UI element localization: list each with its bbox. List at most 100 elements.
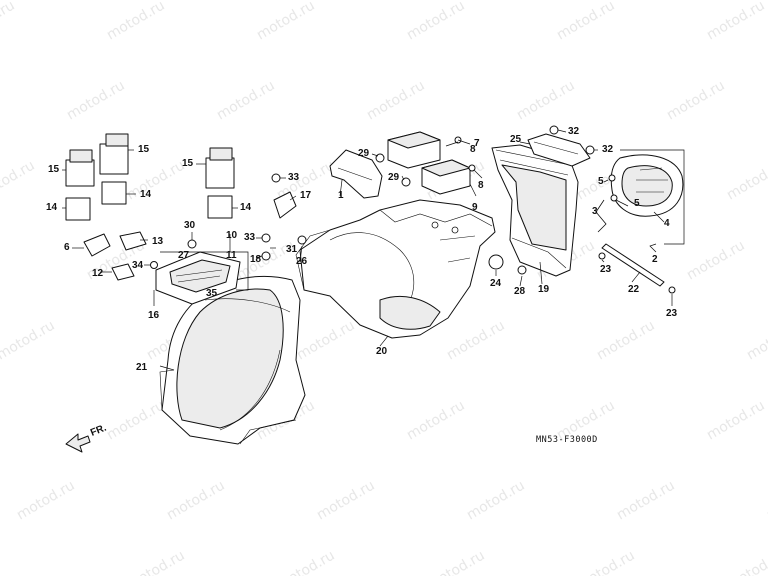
watermark-text: motod.ru bbox=[214, 77, 278, 123]
callout-label: 8 bbox=[470, 144, 476, 155]
watermark-text: motod.ru bbox=[104, 0, 168, 43]
watermark-text: motod.ru bbox=[704, 397, 768, 443]
connector-13 bbox=[119, 231, 147, 251]
watermark-text: motod.ru bbox=[64, 77, 128, 123]
connector-12 bbox=[111, 263, 135, 281]
callout-label: 10 bbox=[226, 230, 238, 241]
watermark-text: motod.ru bbox=[554, 0, 618, 43]
bracket-1 bbox=[329, 149, 383, 199]
callout-label: 31 bbox=[286, 244, 298, 255]
watermark-text: motod.ru bbox=[124, 547, 188, 576]
callout-label: 13 bbox=[152, 236, 164, 247]
callout-label: 22 bbox=[628, 284, 640, 295]
watermark-text: motod.ru bbox=[124, 157, 188, 203]
watermark-text: motod.ru bbox=[294, 317, 358, 363]
callout-label: 21 bbox=[136, 362, 148, 373]
callout-label: 5 bbox=[598, 176, 604, 187]
callout-label: 14 bbox=[46, 202, 58, 213]
watermark-text: motod.ru bbox=[254, 0, 318, 43]
watermark-text: motod.ru bbox=[0, 157, 38, 203]
watermark-text: motod.ru bbox=[0, 0, 18, 43]
callout-label: 9 bbox=[472, 202, 478, 213]
callout-label: 15 bbox=[48, 164, 60, 175]
taillight-4 bbox=[610, 154, 684, 217]
callout-label: 32 bbox=[602, 144, 614, 155]
relay-15-right bbox=[205, 147, 235, 189]
watermark-text: motod.ru bbox=[464, 477, 528, 523]
rod-22 bbox=[601, 243, 665, 287]
watermark-text: motod.ru bbox=[744, 317, 768, 363]
watermark-text: motod.ru bbox=[274, 547, 338, 576]
watermark-text: motod.ru bbox=[0, 317, 58, 363]
watermark-text: motod.ru bbox=[764, 477, 768, 523]
relay-14-left bbox=[65, 197, 91, 221]
watermark-text: motod.ru bbox=[404, 0, 468, 43]
inner-fender-20 bbox=[295, 199, 496, 339]
callout-label: 15 bbox=[182, 158, 194, 169]
callout-label: 23 bbox=[600, 264, 612, 275]
front-marker-text: FR. bbox=[89, 422, 108, 438]
watermark-text: motod.ru bbox=[664, 77, 728, 123]
watermark-text: motod.ru bbox=[514, 77, 578, 123]
callout-label: 26 bbox=[296, 256, 308, 267]
callout-label: 7 bbox=[474, 138, 480, 149]
relay-15-left bbox=[65, 149, 95, 187]
callout-label: 33 bbox=[244, 232, 256, 243]
callout-label: 34 bbox=[132, 260, 144, 271]
callout-label: 4 bbox=[664, 218, 670, 229]
watermark-text: motod.ru bbox=[704, 0, 768, 43]
callout-label: 19 bbox=[538, 284, 550, 295]
watermark-text: motod.ru bbox=[444, 317, 508, 363]
watermark-text: motod.ru bbox=[364, 77, 428, 123]
callout-label: 30 bbox=[184, 220, 196, 231]
callout-label: 8 bbox=[478, 180, 484, 191]
callout-label: 18 bbox=[250, 254, 262, 265]
callout-label: 25 bbox=[510, 134, 522, 145]
callout-label: 35 bbox=[206, 288, 218, 299]
callout-label: 17 bbox=[300, 190, 312, 201]
watermark-text: motod.ru bbox=[164, 477, 228, 523]
callout-label: 24 bbox=[490, 278, 502, 289]
watermark-text: motod.ru bbox=[614, 477, 678, 523]
watermark-text: motod.ru bbox=[724, 157, 768, 203]
stay-bracket-19 bbox=[491, 144, 579, 277]
callout-label: 16 bbox=[148, 310, 160, 321]
callout-label: 15 bbox=[138, 144, 150, 155]
module-7 bbox=[387, 131, 441, 169]
callout-label: 23 bbox=[666, 308, 678, 319]
watermark-text: motod.ru bbox=[404, 397, 468, 443]
module-9 bbox=[421, 159, 471, 195]
callout-label: 6 bbox=[64, 242, 70, 253]
callout-label: 2 bbox=[652, 254, 658, 265]
stay-17 bbox=[273, 191, 297, 219]
callout-label: 29 bbox=[358, 148, 370, 159]
base-plate-25 bbox=[527, 133, 591, 167]
watermark-text: motod.ru bbox=[104, 397, 168, 443]
fuse-holder-6 bbox=[83, 233, 111, 257]
watermark-text: motod.ru bbox=[574, 547, 638, 576]
callout-label: 20 bbox=[376, 346, 388, 357]
callout-label: 5 bbox=[634, 198, 640, 209]
relay-15-middle bbox=[99, 133, 129, 175]
callout-label: 3 bbox=[592, 206, 598, 217]
watermark-text: motod.ru bbox=[424, 547, 488, 576]
callout-label: 14 bbox=[140, 189, 152, 200]
callout-label: 1 bbox=[338, 190, 344, 201]
watermark-text: motod.ru bbox=[594, 317, 658, 363]
rear-fender-21 bbox=[159, 275, 306, 445]
callout-label: 27 bbox=[178, 250, 190, 261]
front-arrow bbox=[65, 433, 91, 453]
fuse-box-10 bbox=[155, 251, 241, 305]
callout-label: 33 bbox=[288, 172, 300, 183]
watermark-text: motod.ru bbox=[314, 477, 378, 523]
callout-label: 29 bbox=[388, 172, 400, 183]
relay-14-right bbox=[207, 195, 233, 219]
diagram-code: MN53-F3000D bbox=[536, 435, 598, 445]
relay-14-middle bbox=[101, 181, 127, 205]
watermark-text: motod.ru bbox=[684, 237, 748, 283]
watermark-text: motod.ru bbox=[724, 547, 768, 576]
callout-label: 11 bbox=[226, 250, 237, 261]
watermark-text: motod.ru bbox=[14, 477, 78, 523]
